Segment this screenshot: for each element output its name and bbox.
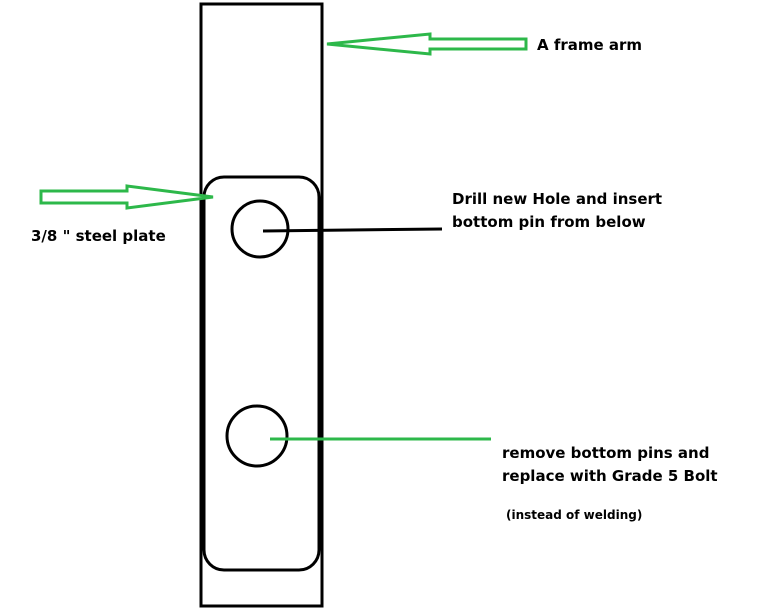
new-hole-circle (230, 199, 290, 259)
welding-note: (instead of welding) (506, 508, 643, 522)
remove-note-line-1: remove bottom pins and (502, 444, 710, 462)
drill-note-line-2: bottom pin from below (452, 213, 646, 231)
a-frame-arm-shape (199, 2, 324, 608)
remove-note-line-2: replace with Grade 5 Bolt (502, 467, 718, 485)
steel-plate-label: 3/8 " steel plate (31, 227, 166, 245)
drill-leader-line (262, 227, 443, 233)
a-frame-arrow (326, 32, 528, 56)
steel-plate-shape (202, 175, 321, 572)
bottom-hole-circle (225, 404, 289, 468)
a-frame-arm-label: A frame arm (537, 36, 643, 54)
drill-note-line-1: Drill new Hole and insert (452, 190, 663, 208)
steel-plate-arrow (39, 184, 214, 210)
